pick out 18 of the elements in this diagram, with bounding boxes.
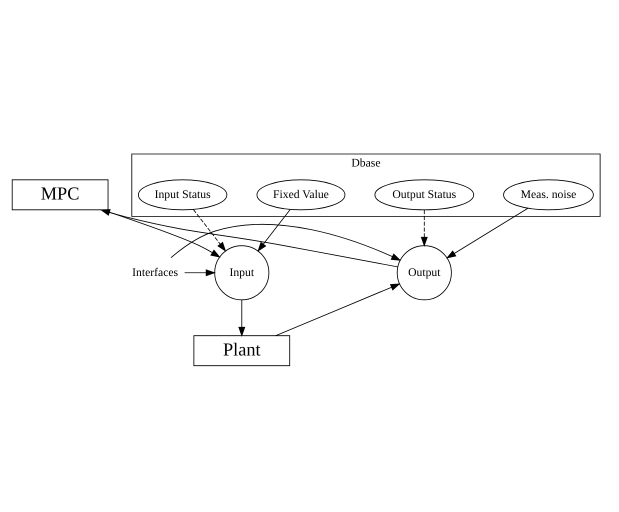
arrow xyxy=(257,208,291,252)
arrow xyxy=(184,268,216,276)
arrow xyxy=(238,299,246,336)
node-ellipse: Input Status xyxy=(138,178,228,210)
node-ellipse: Meas. noise xyxy=(503,178,594,210)
node-text: Interfaces xyxy=(132,265,178,278)
arrow xyxy=(446,207,528,258)
arrow xyxy=(420,209,428,246)
node-box: Plant xyxy=(193,334,290,366)
arrow xyxy=(193,208,226,252)
node-ellipse: Output Status xyxy=(374,178,474,210)
arrow xyxy=(275,283,400,336)
node-circle: Input xyxy=(214,244,270,300)
arrow xyxy=(170,223,402,260)
arrow xyxy=(100,208,398,267)
node-box: MPC xyxy=(12,178,108,210)
node-circle: Output xyxy=(396,244,452,300)
node-ellipse: Fixed Value xyxy=(256,178,346,210)
